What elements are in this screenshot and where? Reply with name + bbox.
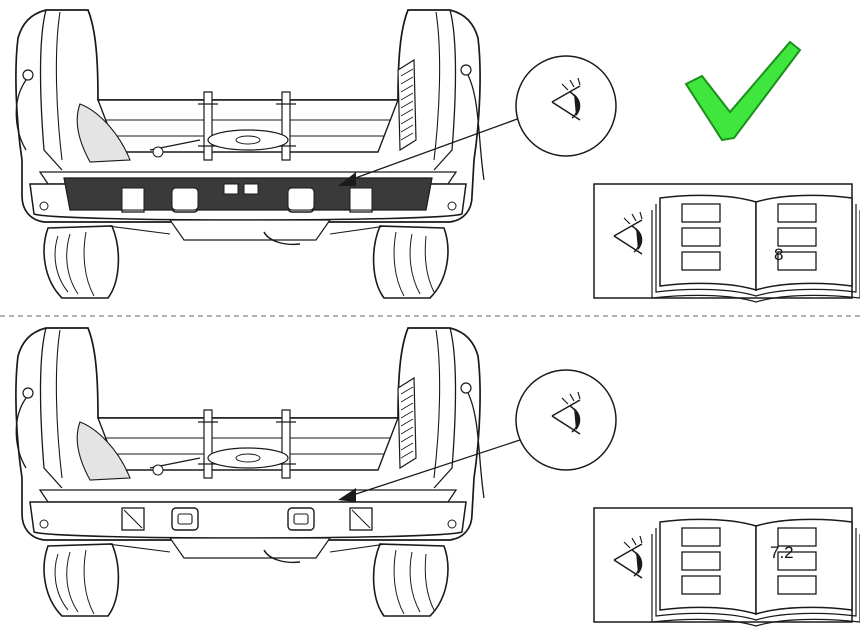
pointer-arrowhead: [338, 172, 356, 186]
pointer-line: [349, 117, 521, 181]
green-checkmark-icon: [684, 40, 802, 142]
inspection-circle: [515, 55, 617, 157]
bottom-panel: 7.2: [15, 327, 860, 627]
pointer-arrowhead: [338, 488, 356, 502]
trim-cutouts: [121, 183, 373, 211]
manual-ref-label: 7.2: [770, 543, 794, 562]
vehicle-rear-illustration: [15, 327, 485, 617]
top-panel: 8: [15, 9, 860, 303]
manual-ref-label: 8: [774, 245, 783, 264]
vehicle-rear-illustration: [15, 9, 485, 299]
pointer-line: [349, 439, 521, 497]
inspection-circle: [515, 369, 617, 471]
